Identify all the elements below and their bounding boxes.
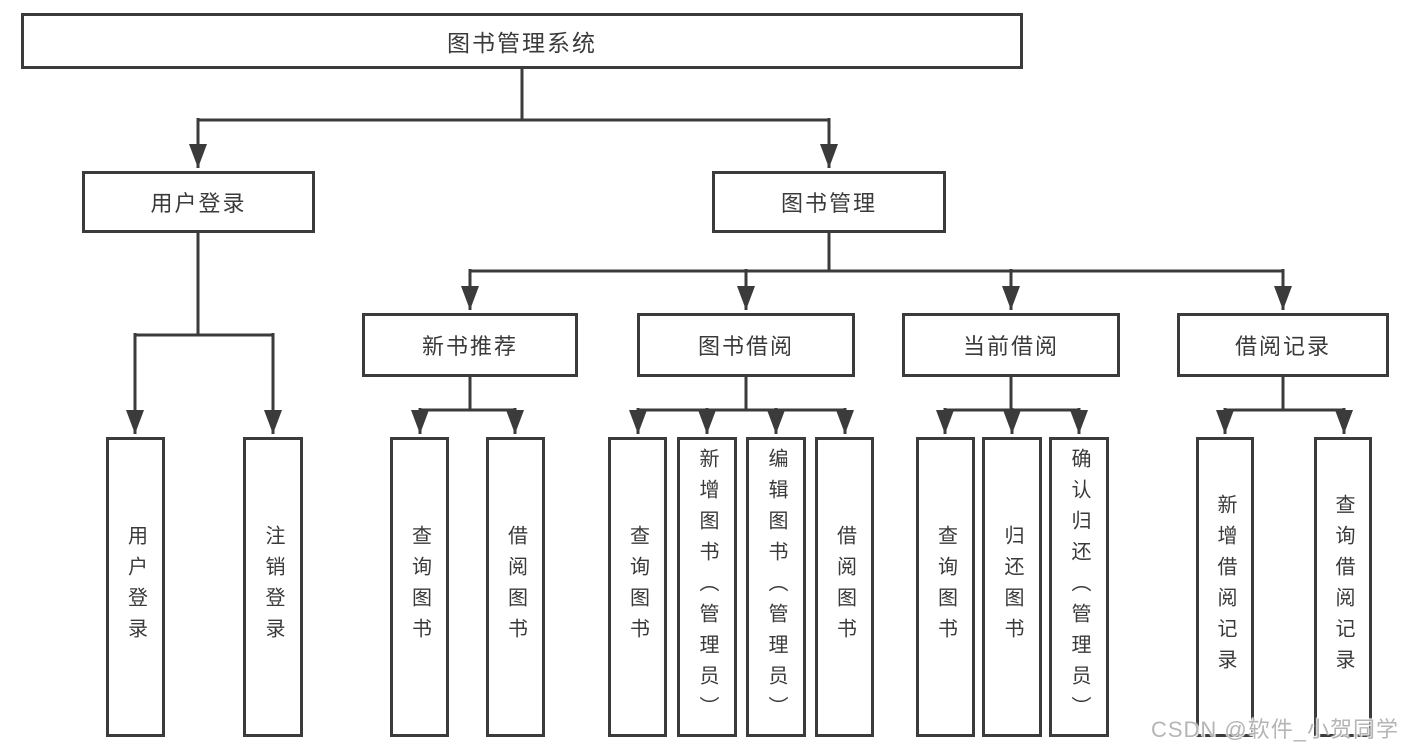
leaf-label: 查询借阅记录 (1332, 494, 1354, 680)
node-new-book-recommendation: 新书推荐 (362, 313, 578, 377)
leaf-label: 借阅图书 (504, 525, 527, 649)
leaf-label: 借阅图书 (833, 525, 856, 649)
leaf-label: 查询图书 (934, 525, 957, 649)
leaf-logout: 注销登录 (243, 437, 303, 737)
leaf-borrow-books: 借阅图书 (815, 437, 874, 737)
leaf-label: 归还图书 (1001, 525, 1023, 649)
leaf-label: 查询图书 (408, 525, 431, 649)
leaf-label: 确认归还（管理员） (1068, 447, 1090, 727)
node-current-borrowing: 当前借阅 (902, 313, 1120, 377)
csdn-watermark: CSDN @软件_小贺同学 (1150, 717, 1399, 742)
node-label: 用户登录 (150, 191, 247, 216)
leaf-borrow-books-recommend: 借阅图书 (486, 437, 545, 737)
leaf-label: 用户登录 (124, 525, 147, 649)
leaf-query-books-recommend: 查询图书 (390, 437, 449, 737)
leaf-add-borrow-record: 新增借阅记录 (1196, 437, 1254, 737)
leaf-edit-books-admin: 编辑图书（管理员） (746, 437, 806, 737)
leaf-return-books: 归还图书 (982, 437, 1042, 737)
leaf-query-borrow-record: 查询借阅记录 (1314, 437, 1372, 737)
node-book-management: 图书管理 (712, 171, 946, 233)
leaf-label: 查询图书 (626, 525, 649, 649)
leaf-query-books-current: 查询图书 (916, 437, 975, 737)
leaf-confirm-return-admin: 确认归还（管理员） (1049, 437, 1109, 737)
leaf-user-login: 用户登录 (106, 437, 165, 737)
leaf-query-books-borrow: 查询图书 (608, 437, 667, 737)
node-user-login: 用户登录 (82, 171, 315, 233)
node-label: 图书借阅 (697, 334, 794, 359)
leaf-label: 新增图书（管理员） (696, 447, 718, 727)
connector-group (126, 69, 1353, 434)
node-label: 新书推荐 (421, 334, 518, 359)
node-label: 图书管理系统 (447, 30, 597, 56)
leaf-label: 编辑图书（管理员） (765, 447, 787, 727)
node-label: 当前借阅 (962, 334, 1059, 359)
node-label: 借阅记录 (1234, 334, 1331, 359)
leaf-label: 新增借阅记录 (1214, 494, 1236, 680)
node-library-management-system: 图书管理系统 (21, 13, 1023, 69)
node-label: 图书管理 (780, 191, 877, 216)
node-borrowing-records: 借阅记录 (1177, 313, 1389, 377)
leaf-add-books-admin: 新增图书（管理员） (677, 437, 737, 737)
node-book-borrowing: 图书借阅 (637, 313, 855, 377)
leaf-label: 注销登录 (262, 525, 284, 649)
